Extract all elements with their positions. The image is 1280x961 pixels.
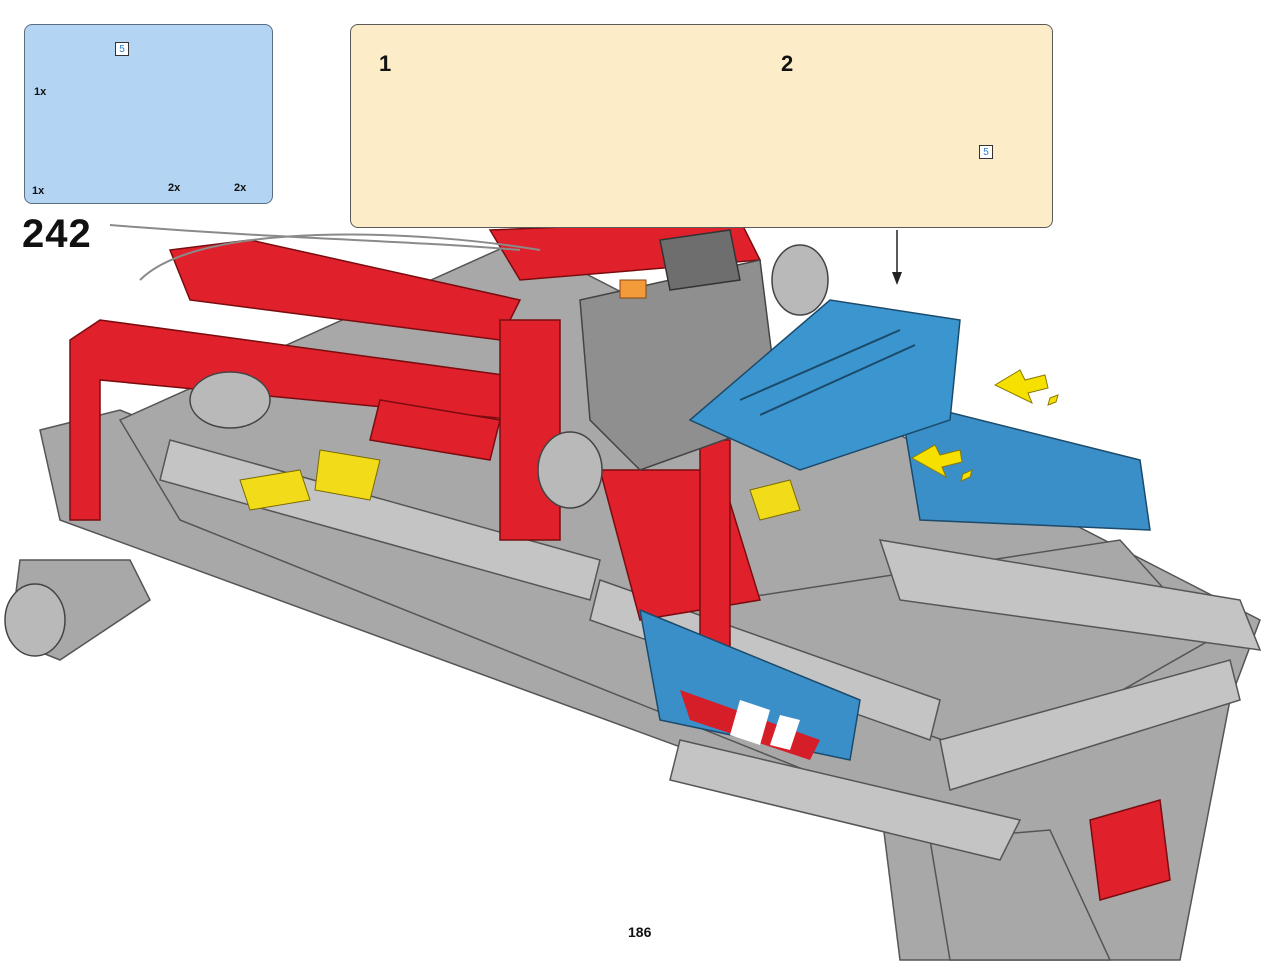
length-badge: 5 <box>979 145 993 159</box>
hoses <box>109 224 541 281</box>
part-qty: 2x <box>234 182 247 194</box>
part-qty: 1x <box>34 86 47 98</box>
sub-step-number: 2 <box>781 51 794 76</box>
part-qty: 2x <box>168 182 181 194</box>
length-badge: 5 <box>115 42 129 56</box>
yellow-accents <box>239 449 801 521</box>
cylinder-parts <box>4 244 829 657</box>
blue-panel-new <box>688 299 961 471</box>
page-number: 186 <box>628 924 652 940</box>
sub-step-number: 1 <box>379 51 392 76</box>
blue-panel-rear <box>899 398 1151 531</box>
blue-panel-front <box>639 608 861 761</box>
part-qty: 1x <box>32 185 45 197</box>
step-number: 242 <box>22 212 92 256</box>
yellow-callout-arrows <box>910 369 1059 482</box>
parts-list-panel: 5 1x 1x 2x 2x <box>24 24 273 204</box>
sub-assembly-panel: 1 2 5 <box>350 24 1053 228</box>
down-arrow <box>892 230 902 285</box>
